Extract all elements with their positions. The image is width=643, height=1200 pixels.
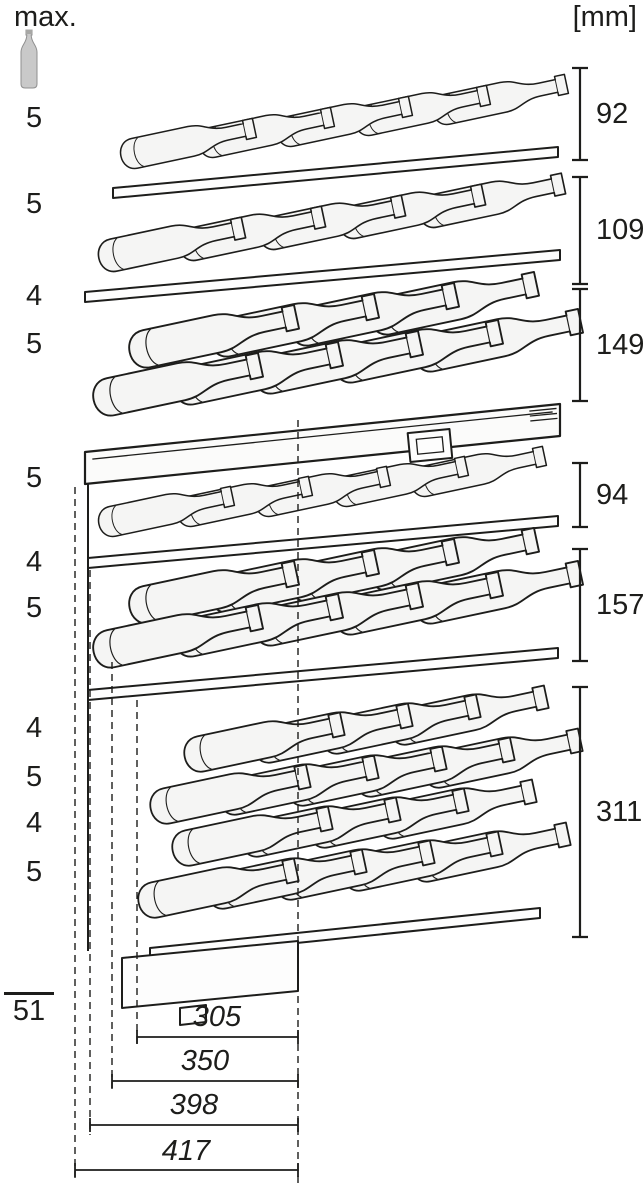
count-shelf4: 5 xyxy=(26,462,43,494)
shelf-board xyxy=(87,647,559,701)
depth-dimension-lines xyxy=(74,1030,299,1177)
count-shelf3-front: 5 xyxy=(26,328,43,360)
max-label: max. xyxy=(14,1,77,33)
shelf-board xyxy=(84,249,561,303)
shelf-board xyxy=(112,146,559,199)
count-bottom-row1: 4 xyxy=(26,712,43,744)
dim-height-92: 92 xyxy=(596,98,629,130)
height-dimension-brackets xyxy=(572,66,588,939)
cabinet-top-panel xyxy=(83,402,562,486)
count-shelf1: 5 xyxy=(26,102,43,134)
dim-height-94: 94 xyxy=(596,479,629,511)
appliance-foot xyxy=(179,1004,207,1026)
display-panel xyxy=(406,428,454,463)
dim-depth-305: 305 xyxy=(192,1001,242,1033)
shelf-board xyxy=(87,515,559,569)
dim-height-149: 149 xyxy=(596,329,643,361)
dim-depth-398: 398 xyxy=(169,1089,219,1121)
vent-grille-icon xyxy=(529,407,558,422)
count-bottom-row2: 5 xyxy=(26,761,43,793)
count-shelf5-back: 4 xyxy=(26,546,43,578)
dim-height-157: 157 xyxy=(596,589,643,621)
count-bottom-row4: 5 xyxy=(26,856,43,888)
unit-mm-label: [mm] xyxy=(572,1,637,33)
bottom-compartment-bottles xyxy=(134,678,585,922)
extension-lines xyxy=(74,420,299,1188)
dim-height-109: 109 xyxy=(596,214,643,246)
count-bottom-row3: 4 xyxy=(26,807,43,839)
cabinet-top-edge xyxy=(92,411,553,460)
wine-bottle-icon xyxy=(20,29,38,89)
floor-clearance-note: 51 xyxy=(4,992,54,1027)
dim-depth-350: 350 xyxy=(180,1045,230,1077)
count-shelf3-back: 4 xyxy=(26,280,43,312)
count-shelf5-front: 5 xyxy=(26,592,43,624)
dim-depth-417: 417 xyxy=(161,1135,211,1167)
plinth-panel xyxy=(121,940,299,1009)
count-shelf2: 5 xyxy=(26,188,43,220)
dim-height-311: 311 xyxy=(596,796,643,828)
